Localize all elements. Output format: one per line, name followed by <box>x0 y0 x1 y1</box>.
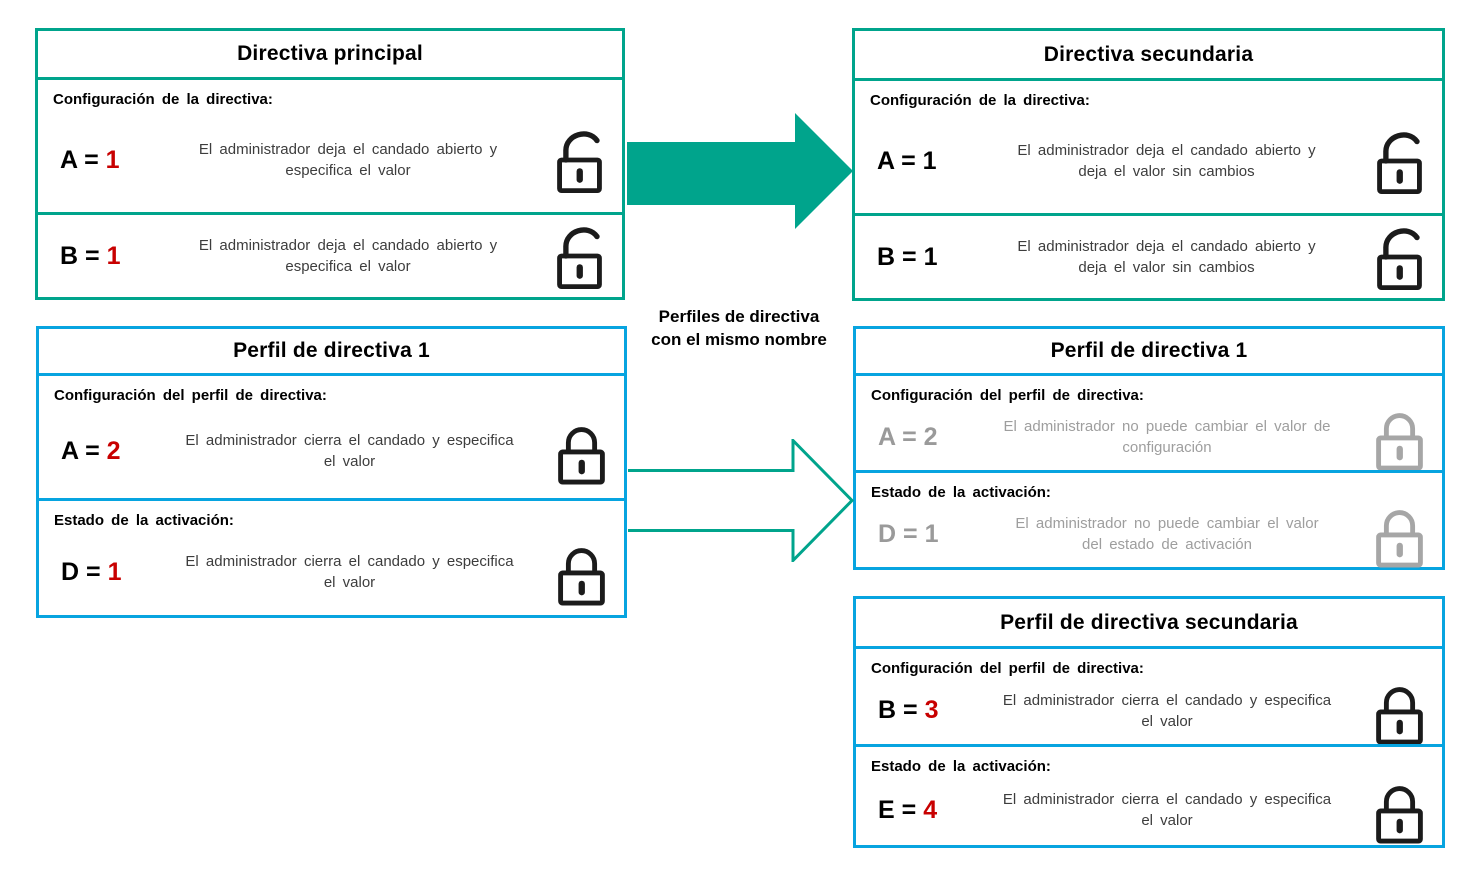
setting-value: 2 <box>923 422 938 451</box>
setting-row: A =2 El administrador no puede cambiar e… <box>856 404 1442 470</box>
section-header: Configuración de la directiva: <box>53 91 273 108</box>
activation-status-section: Estado de la activación: D =1 El adminis… <box>39 498 624 615</box>
setting-description: El administrador cierra el candado y esp… <box>185 432 514 470</box>
setting-value: 1 <box>107 557 122 586</box>
setting-description: El administrador deja el candado abierto… <box>1017 238 1316 276</box>
setting-variable: B =3 <box>878 696 939 724</box>
setting-row: D =1 El administrador no puede cambiar e… <box>856 501 1442 567</box>
setting-value: 1 <box>923 242 938 271</box>
policy-setting-section-b: B =1 El administrador deja el candado ab… <box>38 212 622 297</box>
box-title: Perfil de directiva secundaria <box>856 599 1442 649</box>
section-header: Configuración del perfil de directiva: <box>871 387 1144 404</box>
policy-setting-section-a: Configuración de la directiva: A =1 El a… <box>855 81 1442 213</box>
open-lock-icon <box>552 221 607 291</box>
closed-lock-icon <box>554 537 609 607</box>
section-header: Configuración del perfil de directiva: <box>54 387 327 404</box>
box-main-policy: Directiva principal Configuración de la … <box>35 28 625 300</box>
setting-value: 4 <box>923 795 938 824</box>
closed-lock-icon <box>1372 676 1427 746</box>
section-header: Estado de la activación: <box>871 758 1051 775</box>
box-title: Directiva principal <box>38 31 622 80</box>
box-secondary-policy-profile: Perfil de directiva secundaria Configura… <box>853 596 1445 848</box>
setting-row: E =4 El administrador cierra el candado … <box>856 775 1442 845</box>
activation-status-section: Estado de la activación: D =1 El adminis… <box>856 470 1442 567</box>
setting-value: 2 <box>106 436 121 465</box>
setting-row: A =1 El administrador deja el candado ab… <box>855 109 1442 213</box>
box-policy-profile-1-applied: Perfil de directiva 1 Configuración del … <box>853 326 1445 570</box>
setting-value: 1 <box>105 145 120 174</box>
profile-arrow-outline <box>628 439 854 562</box>
box-title: Directiva secundaria <box>855 31 1442 81</box>
setting-row: D =1 El administrador cierra el candado … <box>39 529 624 615</box>
activation-status-section: Estado de la activación: E =4 El adminis… <box>856 744 1442 845</box>
section-header: Configuración del perfil de directiva: <box>871 660 1144 677</box>
setting-variable: D =1 <box>61 557 122 586</box>
setting-value: 1 <box>106 241 121 270</box>
setting-description: El administrador deja el candado abierto… <box>198 141 498 179</box>
setting-description: El administrador no puede cambiar el val… <box>1015 515 1319 553</box>
profile-setting-section: Configuración del perfil de directiva: B… <box>856 649 1442 744</box>
closed-lock-icon <box>1372 402 1427 472</box>
setting-description: El administrador deja el candado abierto… <box>1017 142 1316 180</box>
setting-row: A =2 El administrador cierra el candado … <box>39 404 624 498</box>
setting-variable: B =1 <box>877 242 938 271</box>
policy-setting-section-a: Configuración de la directiva: A =1 El a… <box>38 80 622 212</box>
closed-lock-icon <box>1372 775 1427 845</box>
box-title: Perfil de directiva 1 <box>39 329 624 376</box>
box-secondary-policy: Directiva secundaria Configuración de la… <box>852 28 1445 301</box>
setting-row: B =1 El administrador deja el candado ab… <box>855 216 1442 298</box>
setting-row: B =3 El administrador cierra el candado … <box>856 677 1442 744</box>
setting-value: 1 <box>922 146 937 175</box>
setting-variable: E =4 <box>878 795 938 824</box>
section-header: Estado de la activación: <box>54 512 234 529</box>
closed-lock-icon <box>1372 499 1427 569</box>
box-policy-profile-1: Perfil de directiva 1 Configuración del … <box>36 326 627 618</box>
setting-value: 3 <box>924 696 939 724</box>
setting-variable: A =1 <box>60 145 120 174</box>
inheritance-arrow-solid <box>627 113 853 229</box>
profile-setting-section: Configuración del perfil de directiva: A… <box>39 376 624 498</box>
setting-row: A =1 El administrador deja el candado ab… <box>38 108 622 212</box>
closed-lock-icon <box>554 416 609 486</box>
setting-variable: A =2 <box>61 436 121 465</box>
setting-row: B =1 El administrador deja el candado ab… <box>38 215 622 297</box>
open-lock-icon <box>1372 126 1427 196</box>
open-lock-icon <box>1372 222 1427 292</box>
setting-variable: D =1 <box>878 519 939 548</box>
setting-variable: A =1 <box>877 146 937 175</box>
connector-label: Perfiles de directiva con el mismo nombr… <box>651 307 827 349</box>
section-header: Estado de la activación: <box>871 484 1051 501</box>
setting-description: El administrador no puede cambiar el val… <box>1003 418 1331 456</box>
profile-setting-section: Configuración del perfil de directiva: A… <box>856 376 1442 470</box>
setting-description: El administrador cierra el candado y esp… <box>1002 691 1332 730</box>
policy-setting-section-b: B =1 El administrador deja el candado ab… <box>855 213 1442 298</box>
setting-description: El administrador cierra el candado y esp… <box>1002 791 1332 829</box>
setting-value: 1 <box>924 519 939 548</box>
setting-description: El administrador deja el candado abierto… <box>198 237 498 275</box>
section-header: Configuración de la directiva: <box>870 92 1090 109</box>
open-lock-icon <box>552 125 607 195</box>
box-title: Perfil de directiva 1 <box>856 329 1442 376</box>
setting-variable: A =2 <box>878 422 938 451</box>
setting-description: El administrador cierra el candado y esp… <box>185 553 514 591</box>
setting-variable: B =1 <box>60 241 121 270</box>
